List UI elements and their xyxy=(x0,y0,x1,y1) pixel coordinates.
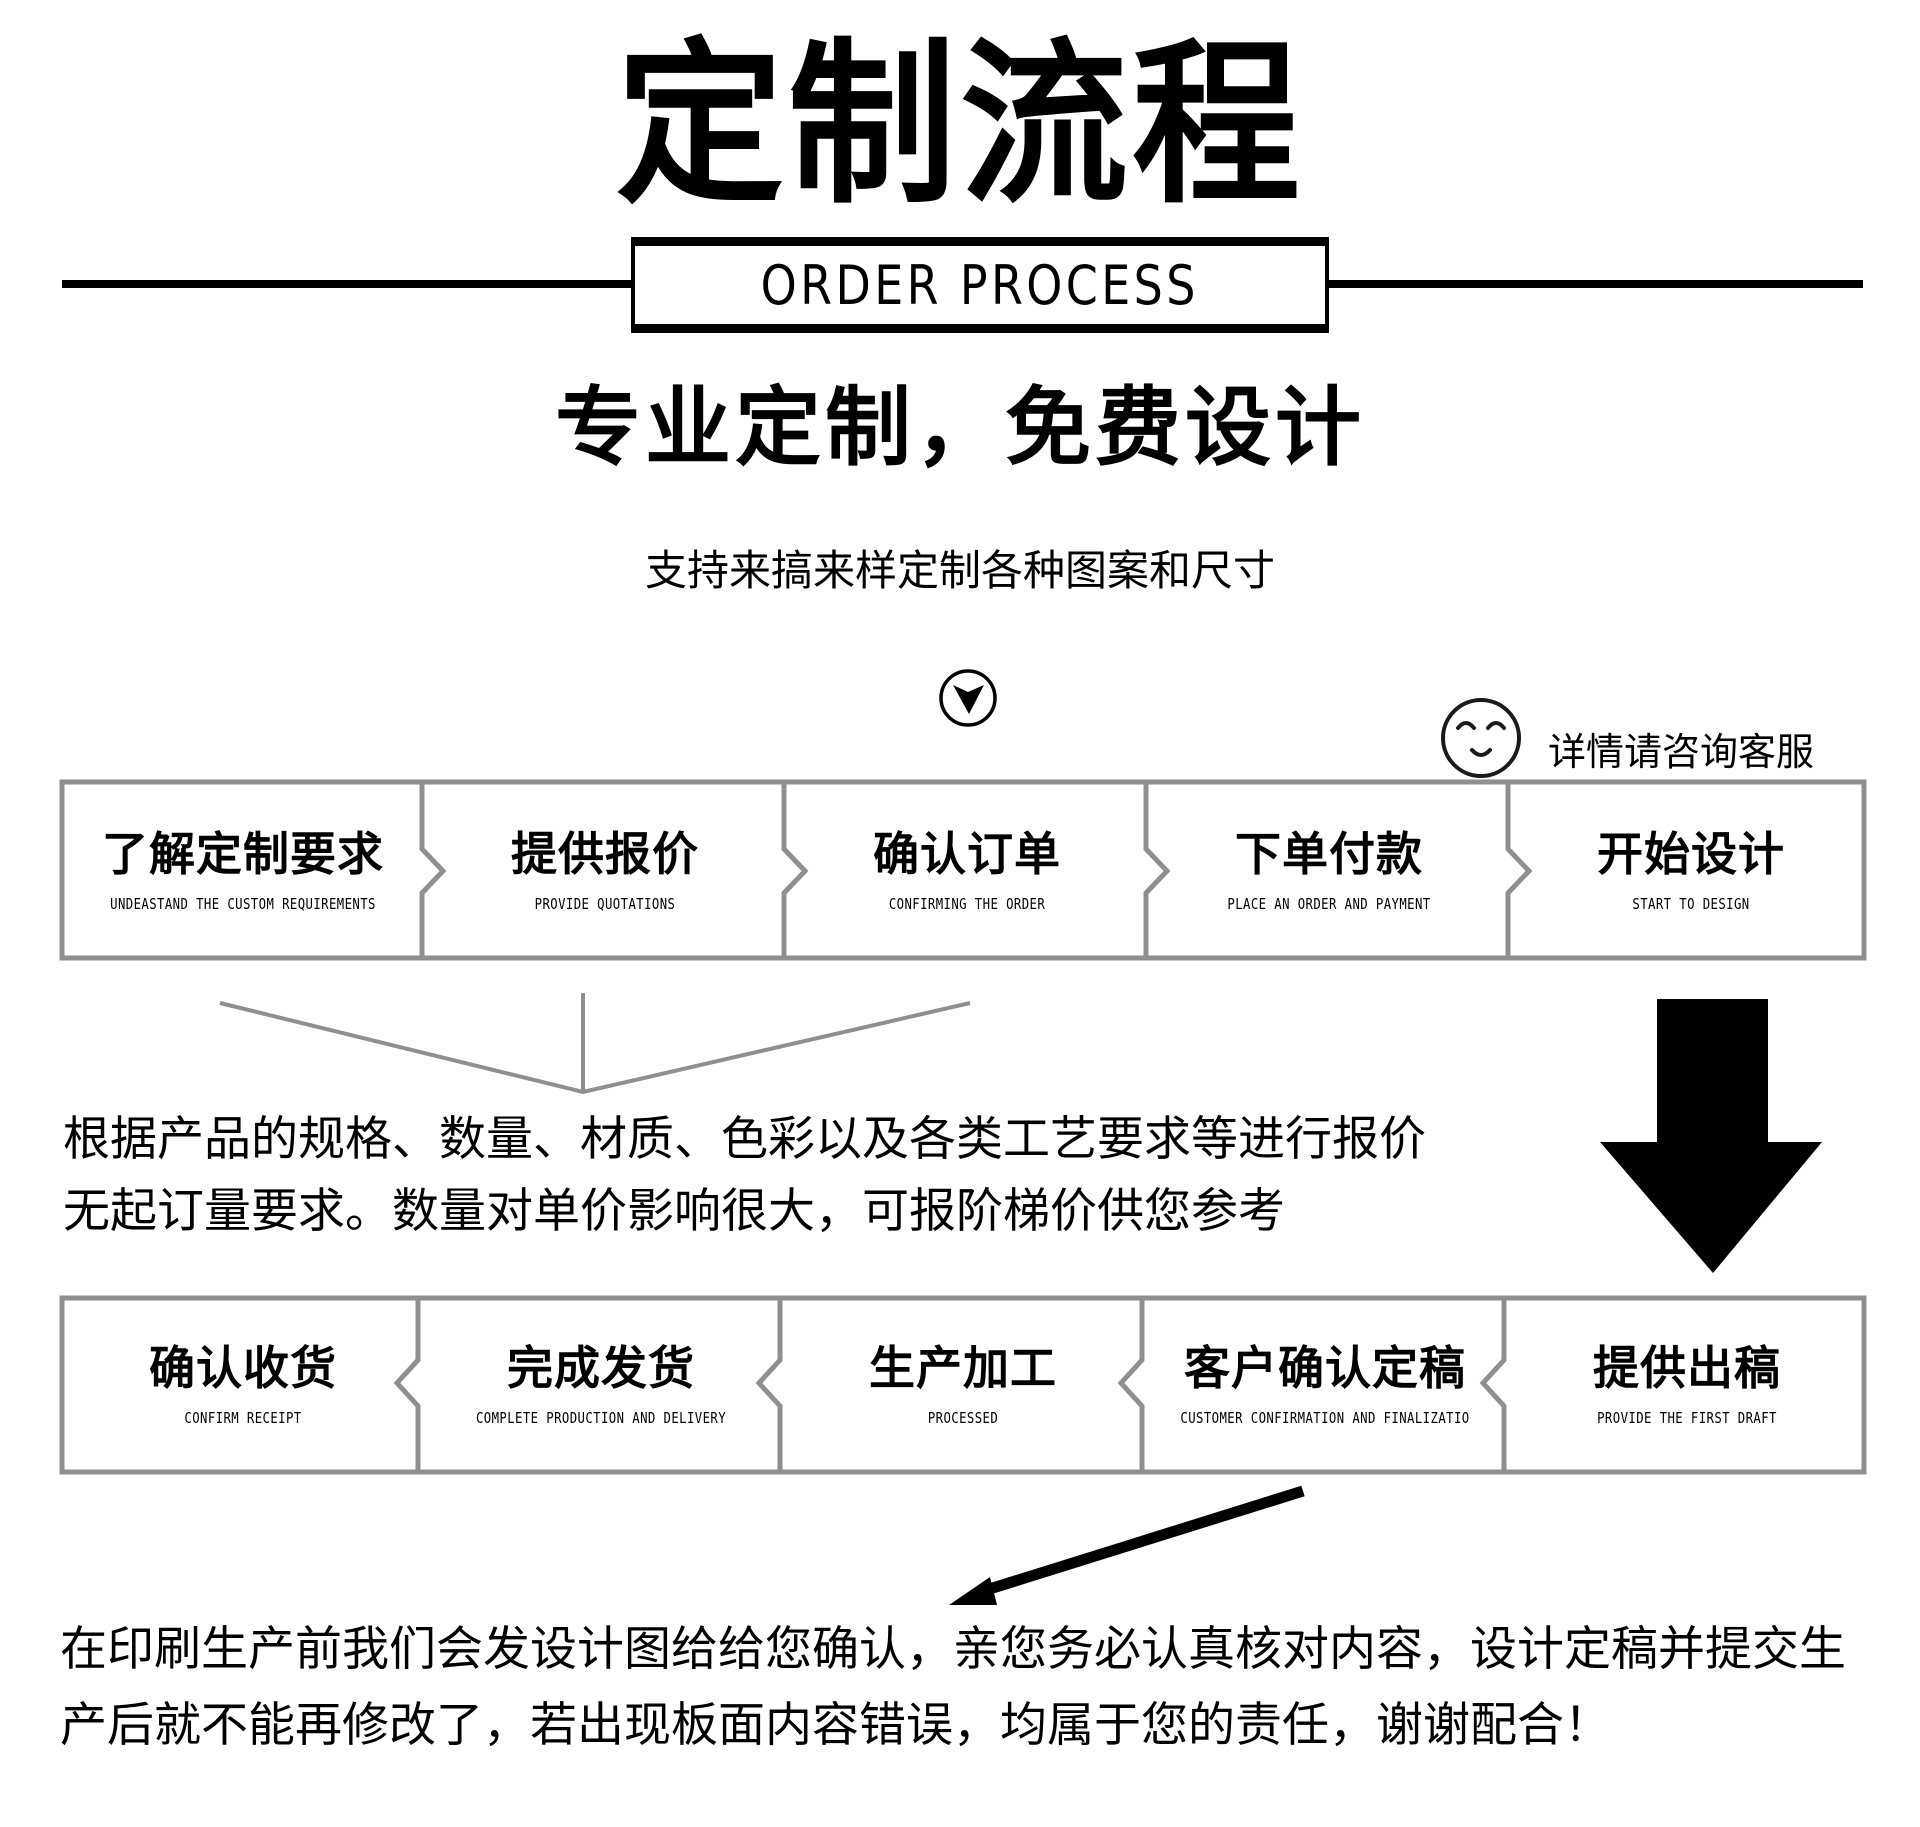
final-note-line1: 在印刷生产前我们会发设计图给给您确认，亲您务必认真核对内容，设计定稿并提交生 xyxy=(60,1622,1846,1677)
step-subtitle: PROVIDE QUOTATIONS xyxy=(534,895,676,913)
consult-service-text: 详情请咨询客服 xyxy=(1548,730,1815,774)
step-title: 提供报价 xyxy=(511,827,699,881)
step-cell: 确认收货 CONFIRM RECEIPT xyxy=(62,1342,424,1428)
step-title: 了解定制要求 xyxy=(102,827,384,881)
step-subtitle: PROCESSED xyxy=(927,1409,999,1427)
step-cell: 了解定制要求 UNDEASTAND THE CUSTOM REQUIREMENT… xyxy=(62,828,424,914)
step-title: 提供出稿 xyxy=(1593,1341,1781,1395)
arrow-down-icon xyxy=(1600,999,1822,1273)
order-process-banner: ORDER PROCESS xyxy=(631,237,1329,333)
quote-note-line2: 无起订量要求。数量对单价影响很大，可报阶梯价供您参考 xyxy=(63,1184,1285,1239)
smiley-face-icon xyxy=(1441,698,1521,778)
steps-row1-frame xyxy=(59,779,1867,961)
step-subtitle: UNDEASTAND THE CUSTOM REQUIREMENTS xyxy=(110,895,376,913)
step-title: 完成发货 xyxy=(507,1341,695,1395)
circle-chevron-down-icon xyxy=(939,669,997,727)
quote-note-line1: 根据产品的规格、数量、材质、色彩以及各类工艺要求等进行报价 xyxy=(63,1112,1426,1167)
arrow-down-left-icon xyxy=(949,1485,1305,1605)
step-title: 确认收货 xyxy=(149,1341,337,1395)
funnel-lines-icon xyxy=(219,993,971,1095)
slogan-subline: 支持来搞来样定制各种图案和尺寸 xyxy=(644,546,1275,595)
step-cell: 开始设计 START TO DESIGN xyxy=(1510,828,1872,914)
final-note-line2: 产后就不能再修改了，若出现板面内容错误，均属于您的责任，谢谢配合！ xyxy=(60,1698,1611,1753)
step-cell: 提供报价 PROVIDE QUOTATIONS xyxy=(424,828,786,914)
step-cell: 确认订单 CONFIRMING THE ORDER xyxy=(786,828,1148,914)
step-cell: 完成发货 COMPLETE PRODUCTION AND DELIVERY xyxy=(420,1342,782,1428)
step-cell: 客户确认定稿 CUSTOMER CONFIRMATION AND FINALIZ… xyxy=(1144,1342,1506,1428)
header-rule-left xyxy=(62,280,634,288)
step-subtitle: CUSTOMER CONFIRMATION AND FINALIZATIO xyxy=(1180,1409,1470,1427)
step-cell: 提供出稿 PROVIDE THE FIRST DRAFT xyxy=(1506,1342,1868,1428)
order-process-label: ORDER PROCESS xyxy=(760,253,1200,317)
slogan-headline: 专业定制，免费设计 xyxy=(555,378,1365,478)
step-title: 客户确认定稿 xyxy=(1184,1341,1466,1395)
step-title: 下单付款 xyxy=(1235,827,1423,881)
step-cell: 生产加工 PROCESSED xyxy=(782,1342,1144,1428)
step-title: 开始设计 xyxy=(1597,827,1785,881)
steps-row2-frame xyxy=(59,1295,1867,1475)
step-subtitle: CONFIRM RECEIPT xyxy=(184,1409,302,1427)
step-cell: 下单付款 PLACE AN ORDER AND PAYMENT xyxy=(1148,828,1510,914)
step-subtitle: PLACE AN ORDER AND PAYMENT xyxy=(1227,895,1431,913)
header-rule-right xyxy=(1325,280,1863,288)
step-subtitle: COMPLETE PRODUCTION AND DELIVERY xyxy=(475,1409,727,1427)
step-title: 确认订单 xyxy=(873,827,1061,881)
step-subtitle: PROVIDE THE FIRST DRAFT xyxy=(1597,1409,1777,1427)
page-title: 定制流程 xyxy=(616,22,1304,228)
step-subtitle: CONFIRMING THE ORDER xyxy=(888,895,1046,913)
step-title: 生产加工 xyxy=(869,1341,1057,1395)
step-subtitle: START TO DESIGN xyxy=(1632,895,1750,913)
